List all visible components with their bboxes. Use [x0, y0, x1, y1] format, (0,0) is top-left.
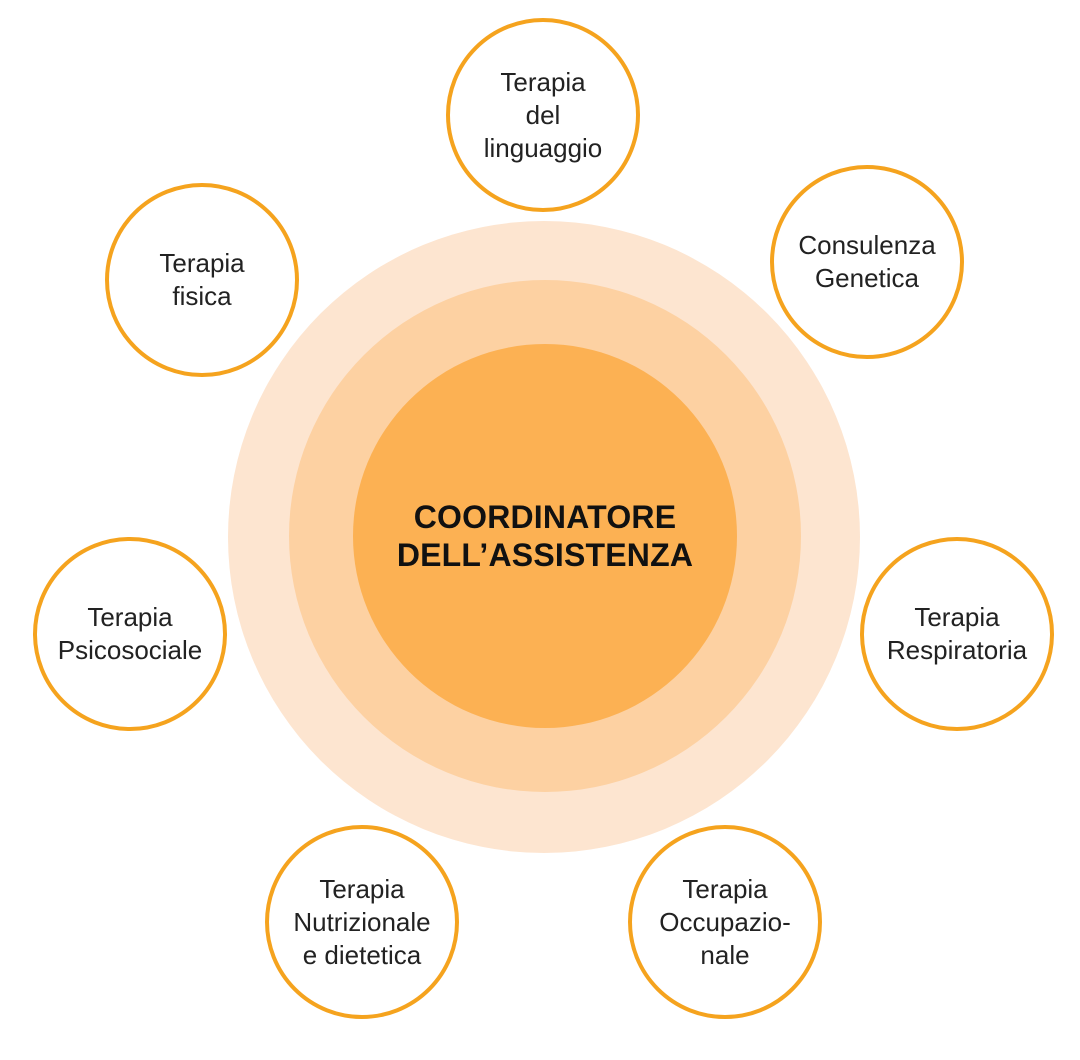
- node-terapia-respiratoria: Terapia Respiratoria: [860, 537, 1054, 731]
- node-label-line: Nutrizionale: [293, 906, 431, 937]
- node-label: Consulenza Genetica: [798, 229, 935, 295]
- node-label-line: Psicosociale: [57, 635, 203, 665]
- node-label: Terapia Respiratoria: [887, 601, 1027, 667]
- node-terapia-del-linguaggio: Terapia del linguaggio: [446, 18, 640, 212]
- center-title-line-1: COORDINATORE: [413, 499, 677, 535]
- node-label-line: Terapia: [914, 602, 1000, 632]
- node-terapia-occupazionale: Terapia Occupazio- nale: [628, 825, 822, 1019]
- node-label: Terapia Nutrizionale e dietetica: [293, 873, 430, 972]
- node-label-line: Consulenza: [798, 230, 936, 260]
- node-terapia-fisica: Terapia fisica: [105, 183, 299, 377]
- node-label-line: Terapia: [682, 873, 768, 904]
- node-consulenza-genetica: Consulenza Genetica: [770, 165, 964, 359]
- node-label-line: linguaggio: [483, 132, 603, 163]
- node-label-line: nale: [700, 939, 750, 970]
- center-title-line-2: DELL’ASSISTENZA: [396, 537, 694, 573]
- node-label-line: Occupazio-: [659, 906, 791, 937]
- node-label-line: Terapia: [500, 66, 586, 97]
- node-label: Terapia fisica: [159, 247, 244, 313]
- node-label-line: del: [525, 99, 561, 130]
- inner-ring: [353, 344, 737, 728]
- center-hub: COORDINATORE DELL’ASSISTENZA: [353, 344, 737, 728]
- center-title: COORDINATORE DELL’ASSISTENZA: [397, 498, 693, 574]
- node-terapia-nutrizionale: Terapia Nutrizionale e dietetica: [265, 825, 459, 1019]
- node-label: Terapia Psicosociale: [58, 601, 203, 667]
- node-label-line: Respiratoria: [886, 635, 1028, 665]
- node-label-line: Terapia: [87, 602, 173, 632]
- node-label-line: fisica: [172, 281, 232, 311]
- node-label-line: Terapia: [319, 873, 405, 904]
- node-terapia-psicosociale: Terapia Psicosociale: [33, 537, 227, 731]
- node-label: Terapia del linguaggio: [484, 66, 603, 165]
- node-label-line: Terapia: [159, 248, 245, 278]
- node-label-line: e dietetica: [302, 939, 422, 970]
- node-label: Terapia Occupazio- nale: [659, 873, 791, 972]
- node-label-line: Genetica: [814, 263, 920, 293]
